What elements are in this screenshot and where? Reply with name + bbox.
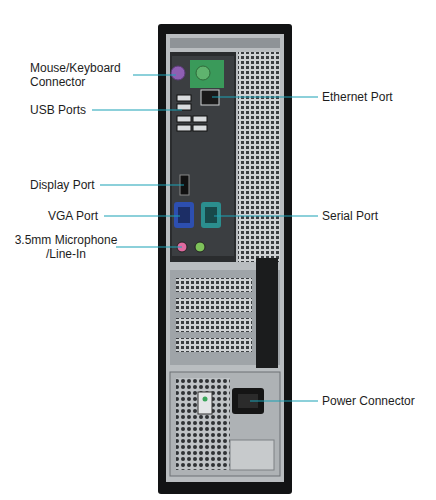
serial-pins: [205, 207, 217, 223]
leader-line: [212, 96, 318, 97]
psu-switch: [198, 392, 212, 414]
leader-line: [133, 74, 176, 75]
ps2-keyboard-port: [171, 66, 185, 80]
leader-line: [92, 109, 182, 110]
port-label: VGA Port: [48, 209, 108, 223]
serial-port: [201, 202, 221, 228]
usb-port: [177, 104, 191, 110]
io-plate: [172, 56, 234, 256]
leader-line: [100, 184, 184, 185]
usb-port: [193, 125, 207, 131]
port-label: Ethernet Port: [322, 90, 432, 104]
vga-port: [174, 202, 194, 228]
power-supply: [170, 372, 280, 476]
back-panel: [166, 34, 284, 482]
port-label: Serial Port: [322, 209, 432, 223]
ps2-mouse-port: [196, 66, 210, 80]
port-label: 3.5mm Microphone /Line-In: [14, 233, 118, 261]
leader-line: [250, 400, 318, 401]
io-shield: [170, 52, 236, 262]
psu-label: [230, 440, 274, 470]
panel-rim: [170, 38, 280, 48]
slot-cover: [176, 338, 252, 352]
port-label: Display Port: [30, 178, 110, 192]
vga-pins: [178, 207, 190, 223]
leader-line: [104, 215, 180, 216]
port-label: Power Connector: [322, 394, 432, 408]
slot-bracket: [256, 258, 278, 368]
usb-port: [177, 116, 191, 122]
vent-grille: [238, 52, 280, 262]
slot-cover: [176, 318, 252, 332]
psu-fan-grille: [176, 378, 230, 470]
usb-port: [193, 116, 207, 122]
slot-cover: [176, 298, 252, 312]
leader-line: [214, 215, 318, 216]
usb-port: [177, 95, 191, 101]
port-label: Mouse/Keyboard Connector: [30, 61, 130, 89]
ps2-backing: [190, 60, 224, 88]
leader-lines: [92, 75, 318, 401]
case-body: [158, 24, 292, 494]
leader-line: [116, 246, 182, 247]
psu-led: [203, 397, 208, 402]
line-out-jack: [195, 242, 205, 252]
port-label: USB Ports: [30, 103, 100, 117]
usb-port: [177, 125, 191, 131]
slot-cover: [176, 278, 252, 292]
